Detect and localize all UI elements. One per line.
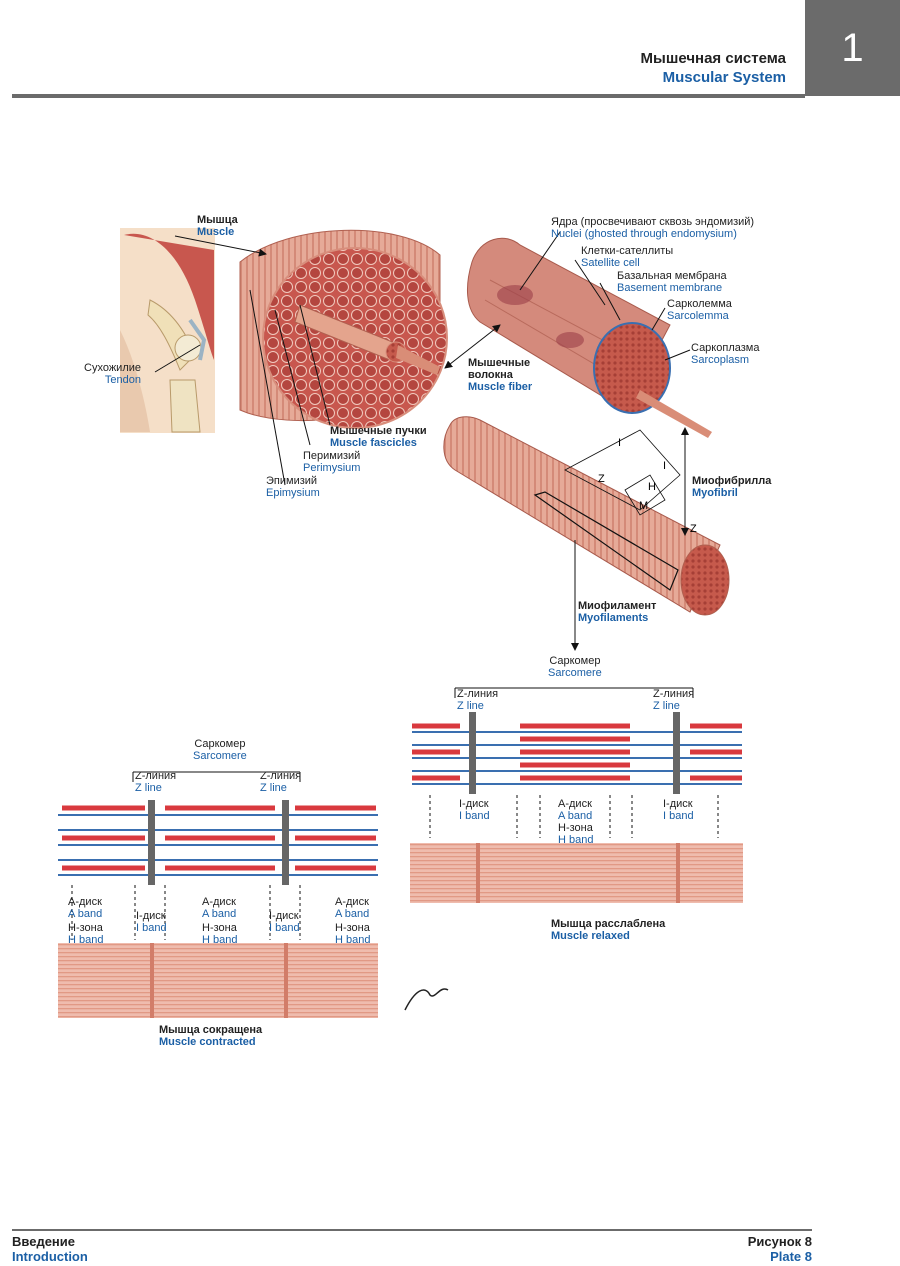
footer-rule [12,1229,812,1231]
label-nuclei: Ядра (просвечивают сквозь эндомизий)Nucl… [551,216,754,240]
letter-i-2: I [663,460,666,472]
letter-m: M [639,500,648,512]
letter-z-1: Z [598,473,605,485]
letter-z-2: Z [690,523,697,535]
knee-leg-drawing [120,228,215,433]
muscle-cylinder-drawing [240,230,447,428]
contracted-sarcomere-drawing [58,772,378,1018]
letter-i-1: I [618,437,621,449]
signature-mark [405,989,448,1010]
relaxed-sarcomere-drawing [410,688,743,903]
myofibril-drawing [444,417,729,615]
letter-h: H [648,481,656,493]
